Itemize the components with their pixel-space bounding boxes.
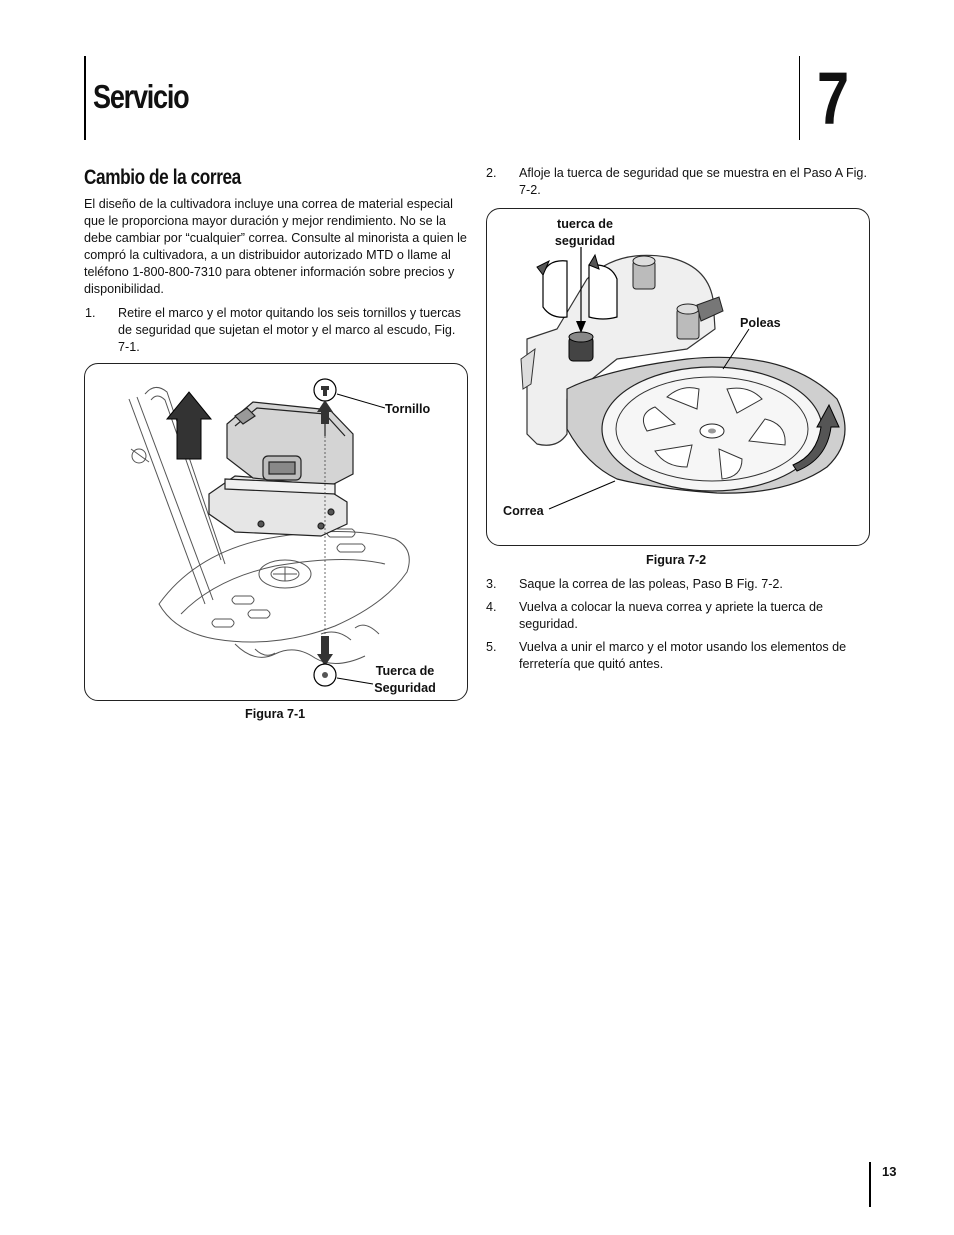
callout-poleas: Poleas: [740, 316, 781, 330]
pulley-belt-illustration: [520, 247, 846, 510]
down-arrow-icon: [317, 636, 333, 666]
tiller-engine-illustration: [128, 378, 410, 687]
callout-tuerca-de-seguridad: tuerca de seguridad: [535, 216, 635, 250]
rotate-left-arrow-icon: [542, 260, 568, 318]
callout-line: Seguridad: [374, 681, 436, 695]
callout-tuerca-de-seguridad: Tuerca de Seguridad: [355, 663, 455, 697]
up-arrow-icon: [317, 400, 333, 424]
page-number: 13: [882, 1164, 897, 1179]
step-number: 5.: [486, 640, 497, 654]
callout-line: Tuerca de: [375, 664, 435, 678]
section-heading: Cambio de la correa: [84, 166, 241, 189]
callout-tornillo: Tornillo: [385, 402, 431, 416]
chapter-number: 7: [817, 57, 850, 140]
page-title: Servicio: [93, 78, 190, 115]
step-text: Saque la correa de las poleas, Paso B Fi…: [519, 577, 783, 591]
step-text: Vuelva a unir el marco y el motor usando…: [519, 640, 847, 671]
callout-line: seguridad: [554, 234, 616, 248]
chapter-rule: [799, 56, 800, 140]
step-text: Vuelva a colocar la nueva correa y aprie…: [519, 600, 824, 631]
figure-7-1: Tornillo Tuerca de Seguridad: [84, 363, 468, 701]
lift-arrow-icon: [165, 391, 213, 460]
step-number: 1.: [85, 306, 96, 320]
callout-correa: Correa: [503, 504, 544, 518]
figure-caption: Figura 7-1: [245, 707, 306, 721]
footer-rule: [869, 1162, 871, 1207]
rotate-belt-arrow-icon: [792, 403, 840, 472]
step-number: 4.: [486, 600, 497, 614]
figure-caption: Figura 7-2: [646, 553, 707, 567]
intro-paragraph: El diseño de la cultivadora incluye una …: [84, 197, 467, 296]
callout-line: tuerca de: [557, 217, 613, 231]
step-number: 3.: [486, 577, 497, 591]
title-rule: [84, 56, 86, 140]
step-number: 2.: [486, 166, 497, 180]
step-text: Afloje la tuerca de seguridad que se mue…: [519, 166, 867, 197]
rotate-right-arrow-icon: [588, 264, 618, 320]
figure-7-2: tuerca de seguridad Poleas Correa: [486, 208, 870, 546]
step-text: Retire el marco y el motor quitando los …: [118, 306, 461, 354]
